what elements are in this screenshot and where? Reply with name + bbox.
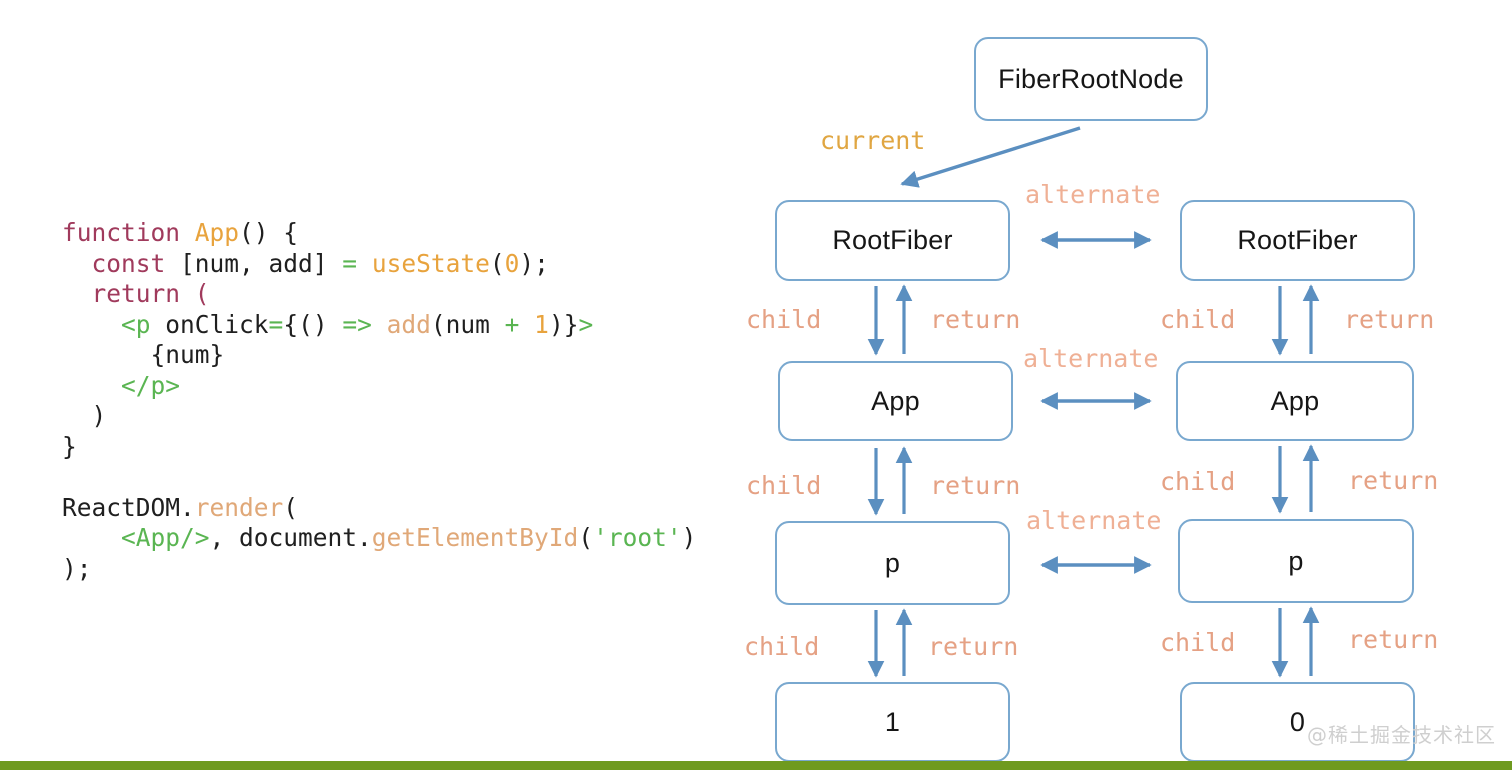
code-token: () { xyxy=(239,218,299,247)
code-token: ( xyxy=(194,279,210,308)
node-label: App xyxy=(1270,385,1320,416)
code-token: ) xyxy=(681,523,697,552)
node-app-current[interactable]: App xyxy=(778,361,1013,441)
code-line: </p> xyxy=(62,371,752,402)
node-label: p xyxy=(1288,545,1304,576)
code-token: onClick xyxy=(150,309,269,339)
node-label: 0 xyxy=(1289,706,1306,737)
code-token: (num xyxy=(430,309,505,339)
code-token: = xyxy=(342,248,358,278)
code-token: 0 xyxy=(504,248,520,278)
edge-label-return-r3: return xyxy=(1348,625,1439,654)
code-token: render xyxy=(194,492,284,522)
node-rootfiber-wip[interactable]: RootFiber xyxy=(1180,200,1415,281)
code-token xyxy=(62,371,121,400)
code-token: ReactDOM. xyxy=(62,492,195,522)
code-token: useState xyxy=(371,248,490,278)
edge-label-return-l3: return xyxy=(928,632,1019,661)
code-token: <App/> xyxy=(121,523,210,552)
code-token: App xyxy=(194,218,240,247)
code-line: ReactDOM.render( xyxy=(62,493,752,524)
code-line xyxy=(62,462,752,493)
edge-label-alternate-p: alternate xyxy=(1026,506,1162,535)
edge-label-child-r3: child xyxy=(1160,628,1236,657)
code-token: => xyxy=(342,309,372,339)
node-rootfiber-current[interactable]: RootFiber xyxy=(775,200,1010,281)
code-token: ( xyxy=(489,248,505,278)
edge-label-return-r1: return xyxy=(1344,305,1435,334)
node-text-current[interactable]: 1 xyxy=(775,682,1010,762)
edge-label-return-r2: return xyxy=(1348,466,1439,495)
node-label: p xyxy=(884,547,901,578)
code-line: {num} xyxy=(62,340,752,371)
code-line: return ( xyxy=(62,279,752,310)
node-label: App xyxy=(871,385,920,416)
edge-label-child-l1: child xyxy=(746,305,822,334)
node-p-wip[interactable]: p xyxy=(1178,519,1414,603)
code-token: function xyxy=(62,218,195,247)
edge-label-return-l2: return xyxy=(930,471,1021,500)
edge-label-alternate-app: alternate xyxy=(1023,344,1159,373)
code-token: ( xyxy=(283,492,299,522)
code-token: [num, add] xyxy=(180,248,343,278)
edge-label-child-r1: child xyxy=(1160,305,1236,334)
code-line: ); xyxy=(62,554,752,585)
node-fiber-root-node[interactable]: FiberRootNode xyxy=(974,37,1208,121)
code-line: <App/>, document.getElementById('root') xyxy=(62,523,752,554)
edge-label-return-l1: return xyxy=(930,305,1021,334)
code-token xyxy=(62,310,121,339)
code-token: , document. xyxy=(209,523,372,552)
edge-label-current: current xyxy=(820,126,926,155)
node-p-current[interactable]: p xyxy=(775,521,1010,605)
node-label: RootFiber xyxy=(832,225,953,255)
code-token: return xyxy=(62,279,195,308)
code-token: {() xyxy=(283,309,343,339)
footer-bar xyxy=(0,761,1512,770)
code-token: + xyxy=(504,309,520,339)
code-token xyxy=(372,310,387,339)
node-app-wip[interactable]: App xyxy=(1176,361,1414,441)
code-token: > xyxy=(578,309,594,339)
edge-label-child-r2: child xyxy=(1160,467,1236,496)
code-line: <p onClick={() => add(num + 1)}> xyxy=(62,310,752,341)
edge-label-child-l2: child xyxy=(746,471,822,500)
code-line: } xyxy=(62,432,752,463)
code-token: const xyxy=(62,248,181,278)
code-token: getElementById xyxy=(371,523,579,552)
code-token: </p> xyxy=(121,370,181,400)
code-token: ( xyxy=(578,523,594,552)
code-token xyxy=(519,310,534,339)
node-label: FiberRootNode xyxy=(998,63,1184,94)
node-label: 1 xyxy=(884,706,901,737)
code-token: ); xyxy=(519,248,549,278)
code-token: } xyxy=(62,431,77,461)
code-line: const [num, add] = useState(0); xyxy=(62,249,752,280)
code-token: {num} xyxy=(62,340,225,369)
code-token: ); xyxy=(62,553,92,583)
code-token xyxy=(62,523,121,552)
code-token: 1 xyxy=(534,309,549,339)
edge-label-child-l3: child xyxy=(744,632,820,661)
code-token: 'root' xyxy=(593,523,682,552)
code-line: ) xyxy=(62,401,752,432)
arrow-current xyxy=(900,126,1081,188)
watermark: @稀土掘金技术社区 xyxy=(1307,723,1496,747)
code-block: function App() { const [num, add] = useS… xyxy=(62,218,752,584)
code-line: function App() { xyxy=(62,218,752,249)
code-token: add xyxy=(386,309,431,339)
edge-label-alternate-root: alternate xyxy=(1025,180,1161,209)
node-label: RootFiber xyxy=(1237,225,1358,255)
code-token: = xyxy=(268,309,284,339)
code-token: ) xyxy=(62,401,107,430)
code-token: <p xyxy=(121,309,151,339)
code-token: )} xyxy=(548,309,579,339)
code-token xyxy=(357,249,372,278)
